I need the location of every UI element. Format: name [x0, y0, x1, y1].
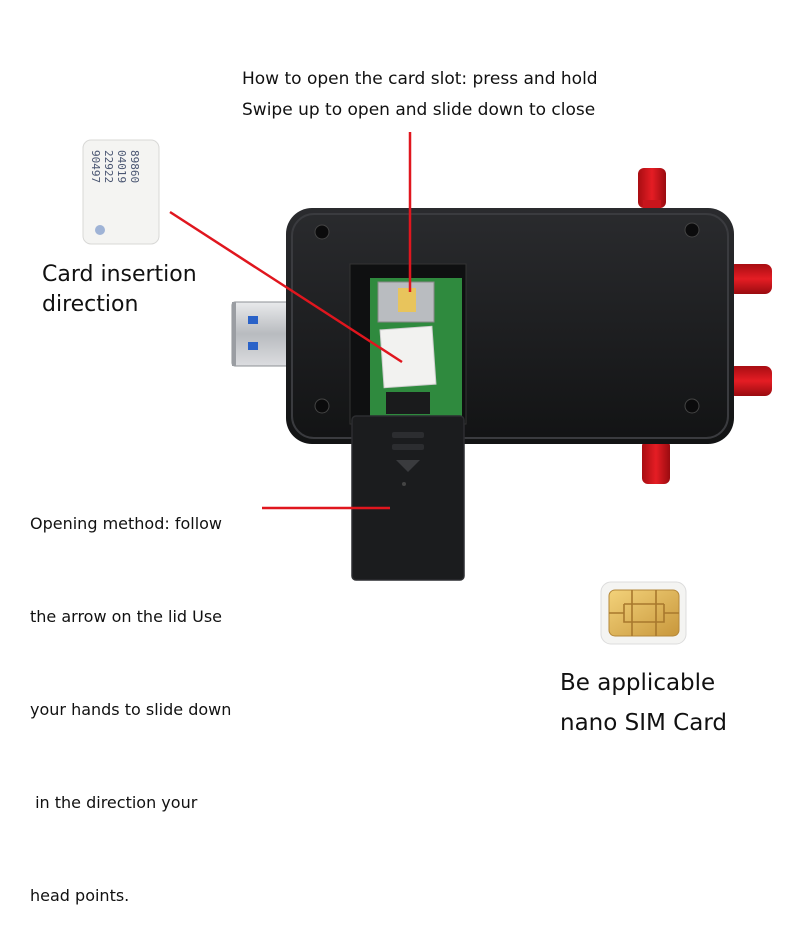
caption-nano-line-1: Be applicable: [560, 670, 716, 696]
caption-insert-line-2: direction: [42, 292, 139, 317]
sim-card-slot: [349, 263, 467, 425]
slot-lid: [351, 415, 465, 581]
pointer-lines: [169, 132, 412, 510]
caption-open-slot: How to open the card slot: press and hol…: [242, 64, 598, 126]
caption-nano-sim: Be applicable nano SIM Card: [560, 663, 727, 743]
caption-open-slot-line-1: How to open the card slot: press and hol…: [242, 69, 598, 89]
caption-method-line-2: the arrow on the lid Use: [30, 607, 223, 626]
nano-sim-chip-icon: [600, 581, 687, 645]
screw-hole: [314, 224, 330, 240]
caption-method-line-4: in the direction your: [30, 793, 198, 812]
screw-hole: [314, 398, 330, 414]
inserted-sim-card: [379, 325, 437, 389]
caption-insert-line-1: Card insertion: [42, 262, 197, 287]
caption-open-slot-line-2: Swipe up to open and slide down to close: [242, 100, 596, 120]
sim-number-4: 90497: [89, 150, 102, 183]
caption-opening-method: Opening method: follow the arrow on the …: [30, 446, 231, 942]
antenna-connector-top: [638, 168, 666, 214]
screw-hole: [684, 222, 700, 238]
antenna-connector-bottom: [642, 440, 670, 484]
arrow-down-icon: [396, 460, 420, 472]
product-scene: 89860 04019 22922 90497: [82, 132, 772, 645]
caption-method-line-1: Opening method: follow: [30, 514, 223, 533]
sim-number-2: 04019: [115, 150, 128, 183]
pointer-insert-direction: [169, 210, 403, 364]
caption-method-line-3: your hands to slide down: [30, 700, 232, 719]
loose-sim-card: 89860 04019 22922 90497: [82, 139, 160, 245]
caption-method-line-5: head points.: [30, 886, 130, 905]
sim-number-1: 89860: [128, 150, 141, 183]
sim-number-3: 22922: [102, 150, 115, 183]
caption-nano-line-2: nano SIM Card: [560, 710, 727, 736]
screw-hole: [684, 398, 700, 414]
caption-insert-direction: Card insertion direction: [42, 260, 197, 320]
